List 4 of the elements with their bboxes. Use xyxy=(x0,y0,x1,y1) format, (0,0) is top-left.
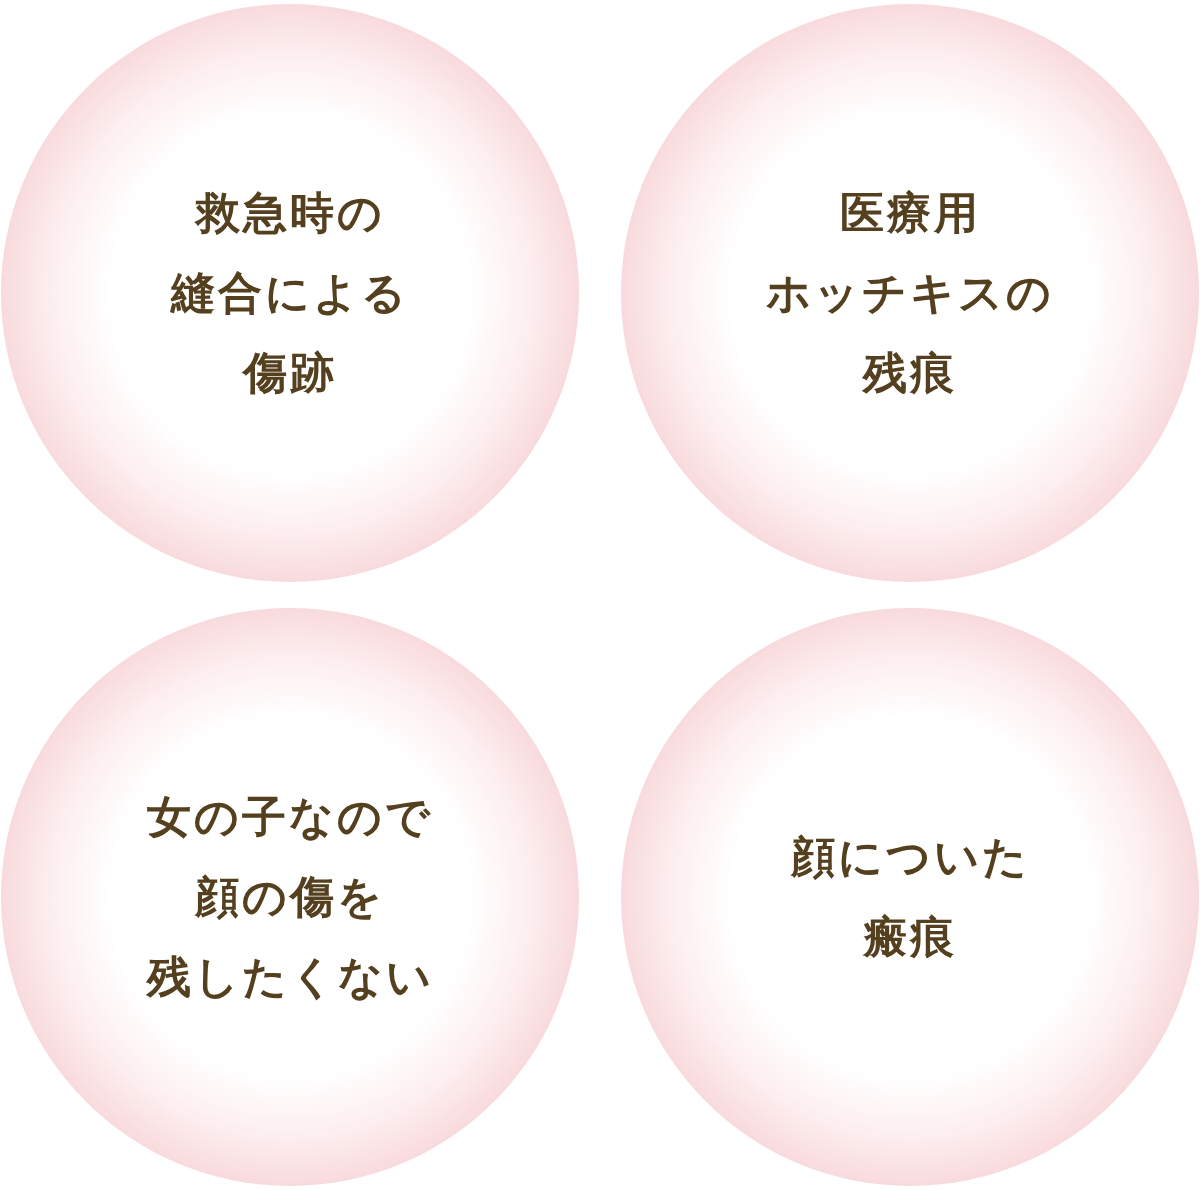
circle-label: 救急時の縫合による傷跡 xyxy=(171,186,409,400)
circle-label: 顔についた瘢痕 xyxy=(790,830,1030,964)
circle-label: 女の子なので顔の傷を残したくない xyxy=(146,790,434,1004)
circle-label: 医療用ホッチキスの残痕 xyxy=(766,186,1054,400)
